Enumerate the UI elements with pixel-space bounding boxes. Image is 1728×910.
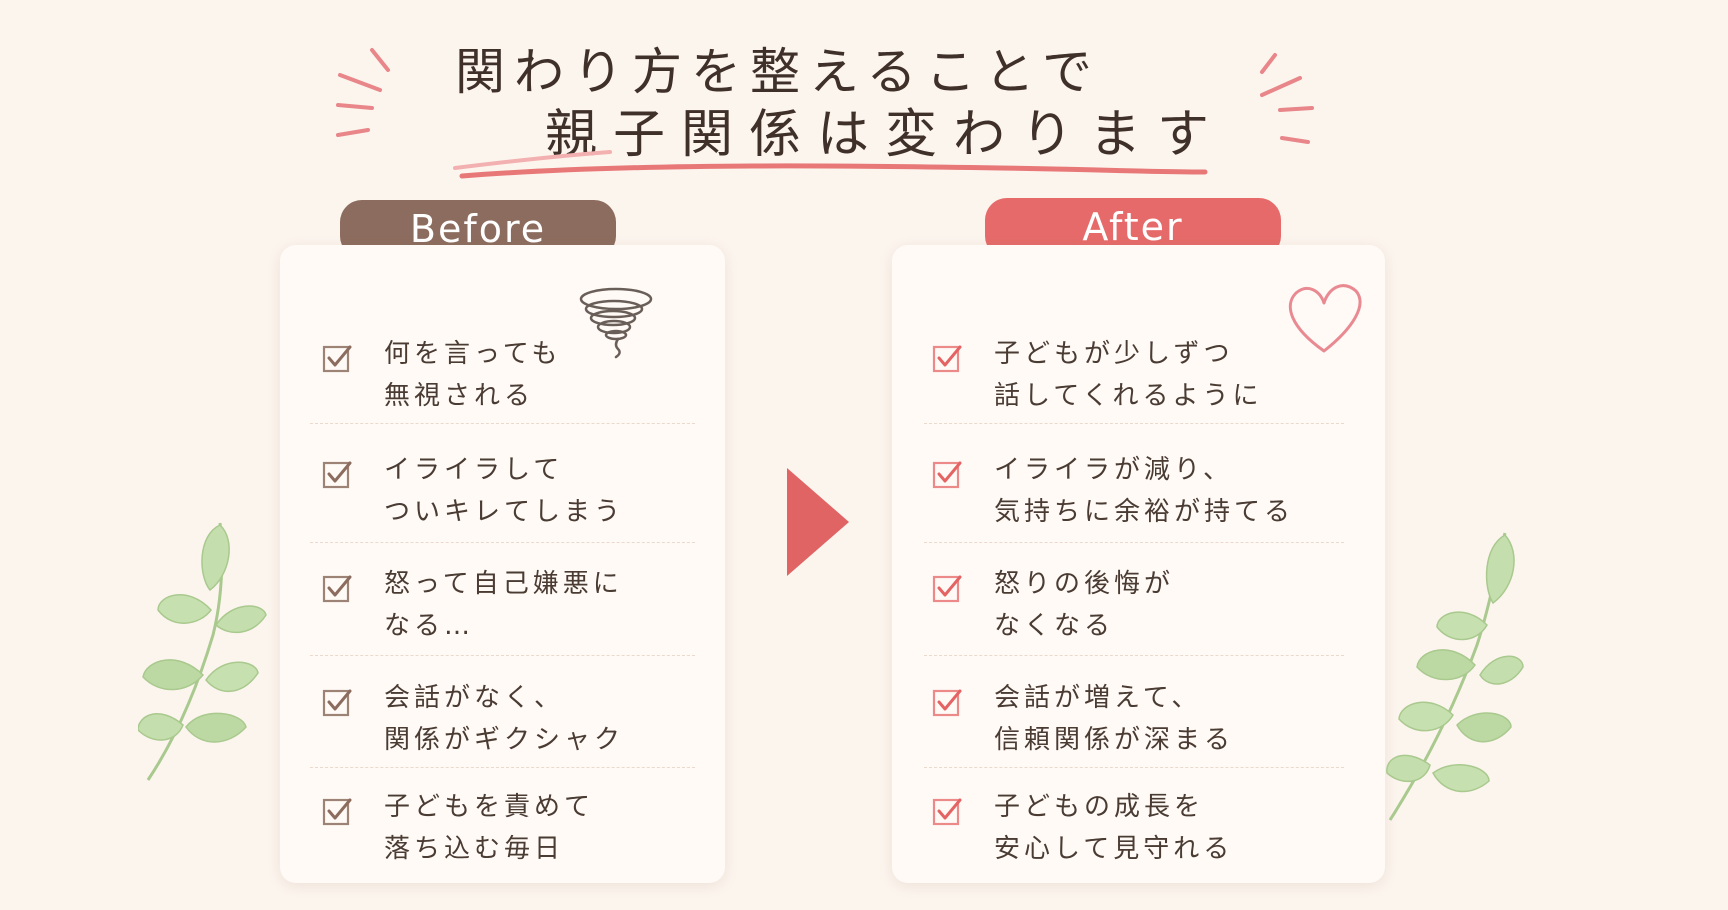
before-item-text: 怒って自己嫌悪に なる… [384,563,623,647]
before-item-line: 怒って自己嫌悪に [384,569,623,599]
after-card: 子どもが少しずつ 話してくれるように イライラが減り、 気持ちに余裕が持てる 怒… [892,245,1385,883]
before-item-line: 落ち込む毎日 [384,834,565,864]
before-item-text: イライラして ついキレてしまう [384,449,624,533]
checkbox-icon [322,689,352,717]
title-line-2: 親子関係は変わります [545,105,1226,165]
after-item-text: 怒りの後悔が なくなる [994,563,1174,647]
before-item-line: 会話がなく、 [384,683,565,713]
before-item-line: ついキレてしまう [384,497,625,527]
left-sparkle-lines [336,48,390,137]
after-item-line: 信頼関係が深まる [994,725,1235,755]
title-underline [459,163,1208,179]
divider [310,767,695,768]
checkbox-icon [932,798,962,826]
checkbox-icon [932,461,962,489]
after-item-text: 子どもの成長を 安心して見守れる [994,786,1233,870]
heart-icon [1288,284,1362,353]
after-item-line: 話してくれるように [994,381,1263,411]
checkbox-icon [932,345,962,373]
after-item-line: 会話が増えて、 [994,683,1202,713]
checkbox-icon [322,575,352,603]
after-item-text: 子どもが少しずつ 話してくれるように [994,333,1262,417]
right-sparkle-lines [1260,53,1314,144]
before-item-line: 関係がギクシャク [384,725,625,755]
before-item-line: イライラして [384,455,564,485]
after-item-line: 安心して見守れる [994,834,1234,864]
after-item-text: 会話が増えて、 信頼関係が深まる [994,677,1234,761]
after-item-line: 子どもが少しずつ [994,339,1234,369]
leaf-branch-icon [1386,532,1524,821]
leaf-branch-icon [138,522,267,781]
after-item-line: 怒りの後悔が [994,569,1175,599]
checkbox-icon [322,345,352,373]
arrow-right-icon [787,468,849,576]
after-item-line: 気持ちに余裕が持てる [994,497,1295,527]
before-item-text: 何を言っても 無視される [384,333,561,417]
after-item-line: 子どもの成長を [994,792,1205,822]
before-item-line: 子どもを責めて [384,792,595,822]
divider [310,655,695,656]
divider [310,423,695,424]
divider [924,423,1344,424]
checkbox-icon [322,461,352,489]
after-item-text: イライラが減り、 気持ちに余裕が持てる [994,449,1294,533]
divider [924,542,1344,543]
title-line-1: 関わり方を整えることで [455,43,1101,101]
before-item-line: 無視される [384,381,535,411]
before-card: 何を言っても 無視される イライラして ついキレてしまう 怒って自己嫌悪に なる… [280,245,725,883]
after-item-line: なくなる [994,611,1115,641]
before-item-text: 会話がなく、 関係がギクシャク [384,677,624,761]
divider [924,655,1344,656]
before-item-line: 何を言っても [384,339,562,369]
swirl-icon [579,287,653,359]
divider [310,542,695,543]
checkbox-icon [932,689,962,717]
checkbox-icon [322,798,352,826]
before-item-line: なる… [384,611,475,641]
before-item-text: 子どもを責めて 落ち込む毎日 [384,786,594,870]
after-item-line: イライラが減り、 [994,455,1233,485]
checkbox-icon [932,575,962,603]
divider [924,767,1344,768]
